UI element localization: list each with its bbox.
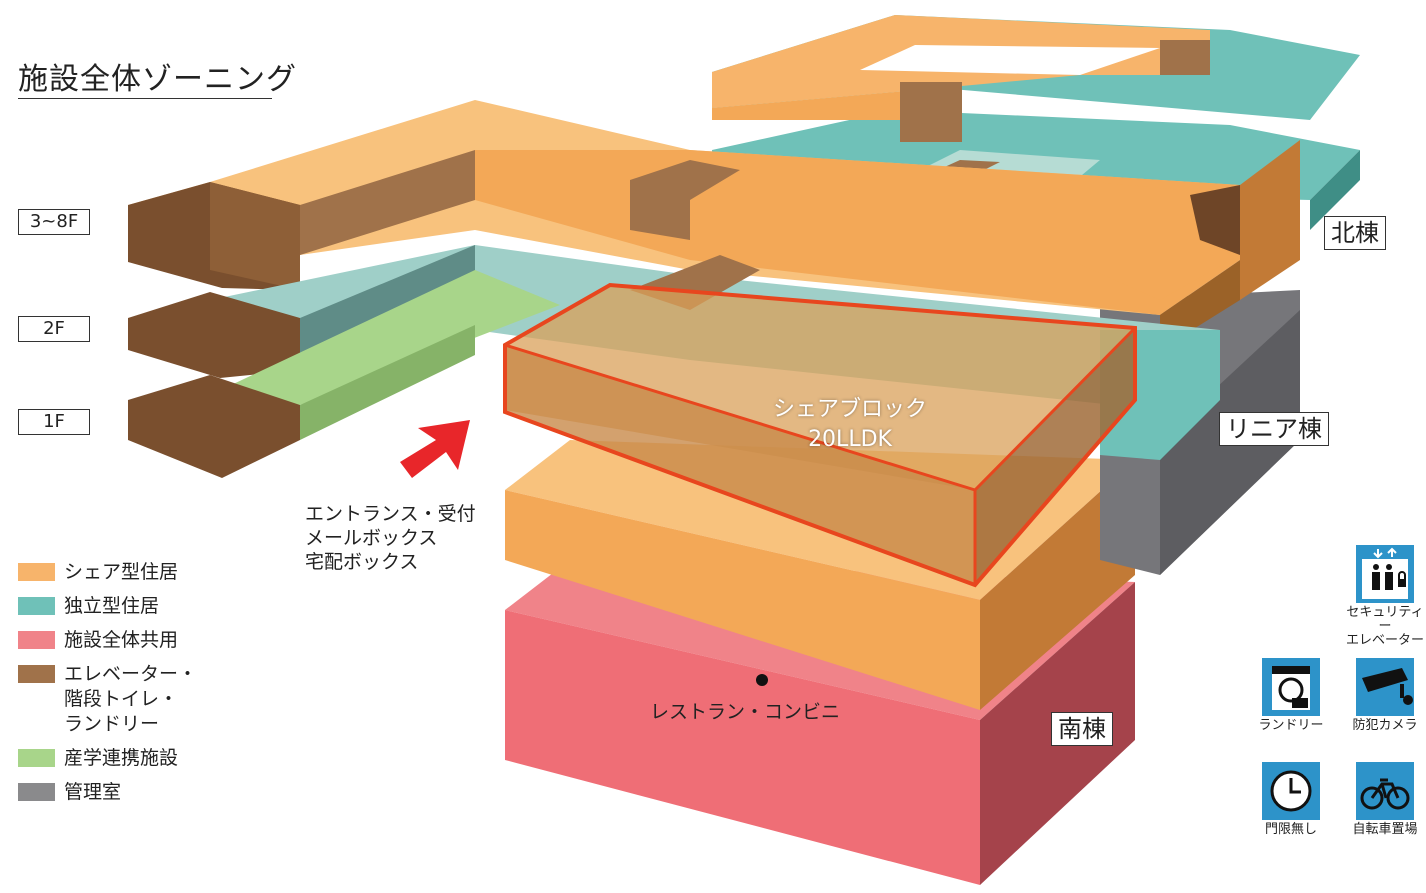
legend-item: 産学連携施設 — [18, 746, 197, 771]
legend-swatch — [18, 563, 55, 581]
legend-swatch — [18, 631, 55, 649]
restaurant-caption: レストラン・コンビニ — [650, 701, 841, 723]
amenity-label: 門限無し — [1264, 822, 1317, 837]
entrance-arrow — [400, 420, 470, 478]
page-title: 施設全体ゾーニング — [18, 62, 297, 97]
south-building-label: 南棟 — [1051, 712, 1113, 746]
north-building-label: 北棟 — [1324, 216, 1386, 250]
camera-icon — [1356, 658, 1414, 716]
share-block-highlight — [503, 282, 1137, 588]
legend-label: シェア型住居 — [64, 561, 179, 583]
amenity-label: 防犯カメラ — [1352, 718, 1418, 733]
legend-swatch — [18, 749, 55, 767]
washing-machine-icon — [1262, 658, 1320, 716]
legend-label: 独立型住居 — [64, 595, 160, 617]
amenity-label: 自転車置場 — [1352, 822, 1418, 837]
entrance-caption: エントランス・受付 メールボックス 宅配ボックス — [305, 503, 476, 573]
elevator-icon — [1356, 545, 1414, 603]
first-floor-block — [128, 270, 560, 478]
floor-label-2f: 2F — [18, 316, 90, 342]
floor-label-upper: 3~8F — [18, 209, 90, 235]
bicycle-icon — [1356, 762, 1414, 820]
amenity-security-camera: 防犯カメラ — [1340, 658, 1426, 733]
legend-label: 管理室 — [64, 781, 122, 803]
legend-item: エレベーター・ 階段トイレ・ ランドリー — [18, 662, 197, 737]
legend: シェア型住居 独立型住居 施設全体共用 エレベーター・ 階段トイレ・ ランドリー… — [18, 560, 197, 814]
linear-building-label: リニア棟 — [1219, 412, 1329, 446]
amenity-label: ランドリー — [1258, 718, 1324, 733]
upper-floors-block — [128, 100, 1300, 350]
amenity-bicycle-parking: 自転車置場 — [1340, 762, 1426, 837]
legend-swatch — [18, 597, 55, 615]
legend-swatch — [18, 783, 55, 801]
clock-icon — [1262, 762, 1320, 820]
legend-item: 管理室 — [18, 780, 197, 805]
legend-label: エレベーター・ 階段トイレ・ ランドリー — [64, 663, 198, 735]
amenity-laundry: ランドリー — [1246, 658, 1336, 733]
legend-item: シェア型住居 — [18, 560, 197, 585]
amenity-security-elevator: セキュリティー エレベーター — [1340, 545, 1426, 648]
legend-item: 施設全体共用 — [18, 628, 197, 653]
restaurant-marker — [756, 674, 768, 686]
amenity-no-curfew: 門限無し — [1246, 762, 1336, 837]
share-block-label: シェアブロック 20LLDK — [772, 397, 927, 452]
amenity-label: セキュリティー エレベーター — [1345, 605, 1424, 648]
legend-item: 独立型住居 — [18, 594, 197, 619]
title-underline — [18, 98, 272, 99]
legend-swatch — [18, 665, 55, 683]
floor-label-1f: 1F — [18, 409, 90, 435]
legend-label: 産学連携施設 — [64, 747, 179, 769]
legend-label: 施設全体共用 — [64, 629, 179, 651]
